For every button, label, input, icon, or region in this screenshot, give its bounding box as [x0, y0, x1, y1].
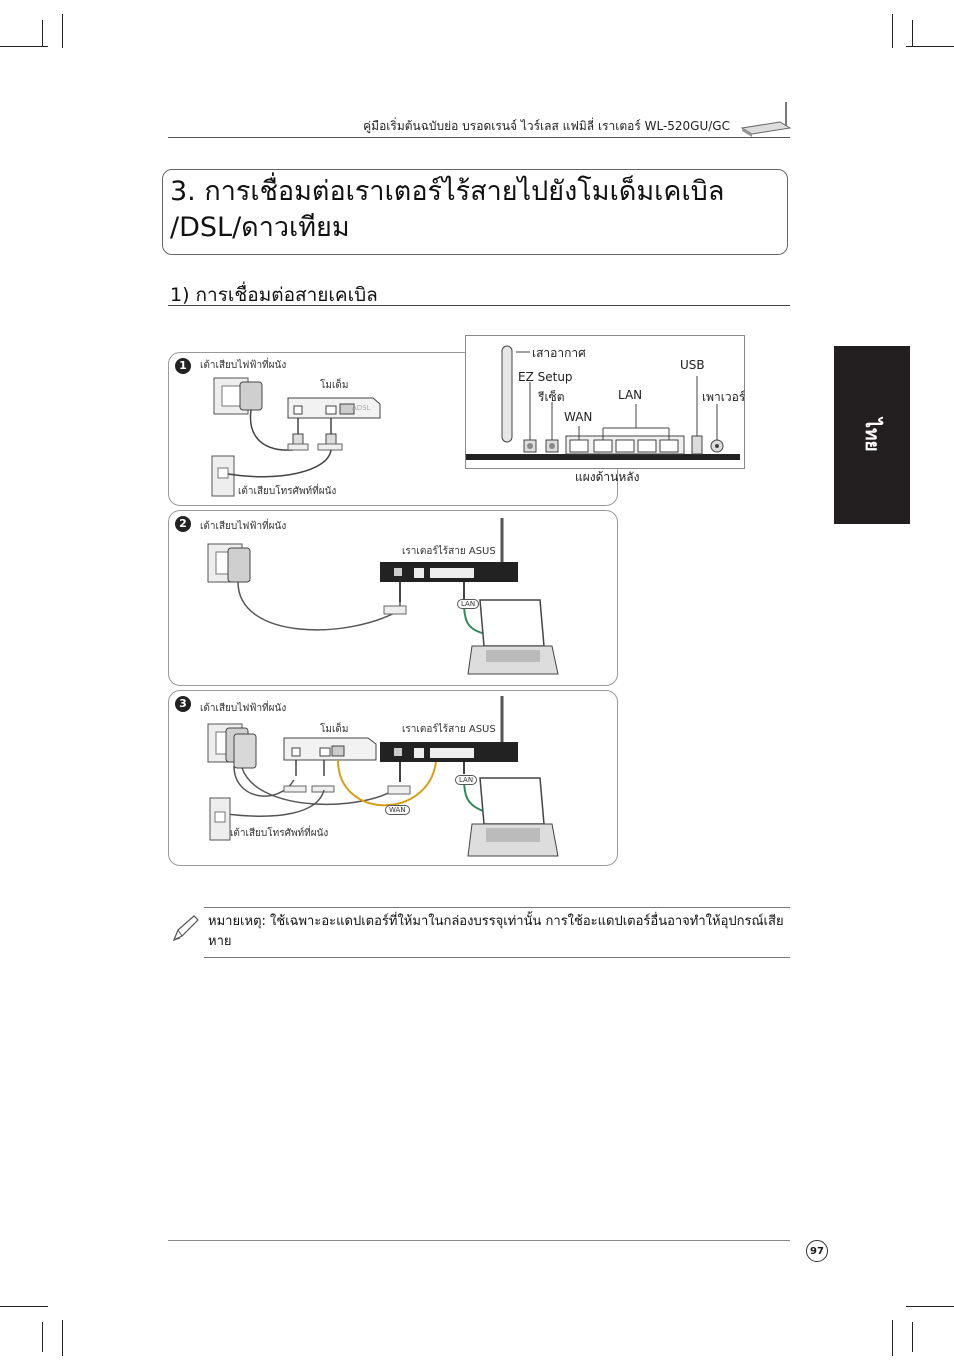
running-header: คู่มือเริ่มต้นฉบับย่อ บรอดเรนจ์ ไวร์เลส …: [363, 119, 730, 133]
inset-lan-label: LAN: [618, 388, 643, 402]
panel2-illustration: [207, 518, 559, 675]
inset-caption: แผงด้านหลัง: [575, 470, 640, 484]
step-3-badge: 3: [175, 696, 191, 712]
language-tab: ไทย: [834, 346, 910, 524]
inset-power-label: เพาเวอร์: [702, 390, 746, 404]
panel1-modem-label: โมเด็ม: [320, 380, 349, 391]
router-header-icon: [740, 102, 792, 137]
language-tab-label: ไทย: [861, 418, 883, 452]
inset-illustration: [466, 345, 740, 460]
panel3-modem-label: โมเด็ม: [320, 724, 349, 735]
title-box: [162, 169, 788, 255]
note-text: หมายเหตุ: ใช้เฉพาะอะแดปเตอร์ที่ให้มาในกล…: [208, 914, 784, 949]
header-rule: [168, 137, 790, 138]
panel1-power-outlet-label: เต้าเสียบไฟฟ้าที่ผนัง: [200, 360, 287, 371]
panel3-router-label: เราเตอร์ไร้สาย ASUS: [402, 724, 496, 735]
panel2-power-outlet-label: เต้าเสียบไฟฟ้าที่ผนัง: [200, 521, 287, 532]
panel1-illustration: ADSL: [211, 377, 381, 497]
section-heading: 1) การเชื่อมต่อสายเคเบิล: [170, 284, 378, 306]
page-title: 3. การเชื่อมต่อเราเตอร์ไร้สายไปยังโมเด็ม…: [170, 174, 770, 246]
panel3-phone-outlet-label: เต้าเสียบโทรศัพท์ที่ผนัง: [230, 828, 329, 839]
step-2-badge: 2: [175, 516, 191, 532]
note-bottom-rule: [204, 957, 790, 958]
inset-wan-label: WAN: [564, 410, 593, 424]
panel1-modem-brand: ADSL: [352, 404, 371, 412]
inset-usb-label: USB: [680, 358, 705, 372]
panel3-wan-tag: WAN: [385, 805, 410, 815]
step-1-badge: 1: [175, 358, 191, 374]
pencil-icon: [172, 915, 199, 942]
panel2-lan-tag: LAN: [457, 599, 480, 609]
back-panel-inset: เสาอากาศ EZ Setup รีเซ็ต WAN LAN USB เพา…: [465, 335, 745, 469]
footer-rule: [168, 1240, 790, 1241]
panel2-router-label: เราเตอร์ไร้สาย ASUS: [402, 546, 496, 557]
note-top-rule: [204, 907, 790, 908]
panel3-illustration: [207, 696, 559, 857]
inset-ez-setup-label: EZ Setup: [518, 370, 573, 384]
panel3-power-outlet-label: เต้าเสียบไฟฟ้าที่ผนัง: [200, 703, 287, 714]
page-number: 97: [806, 1240, 828, 1262]
panel3-lan-tag: LAN: [455, 775, 478, 785]
section-rule: [168, 305, 790, 306]
inset-antenna-label: เสาอากาศ: [532, 346, 586, 360]
title-line-1: 3. การเชื่อมต่อเราเตอร์ไร้สายไปยังโมเด็ม…: [170, 176, 725, 207]
inset-reset-label: รีเซ็ต: [538, 390, 565, 404]
title-line-2: /DSL/ดาวเทียม: [170, 212, 350, 243]
panel1-phone-outlet-label: เต้าเสียบโทรศัพท์ที่ผนัง: [238, 486, 337, 497]
